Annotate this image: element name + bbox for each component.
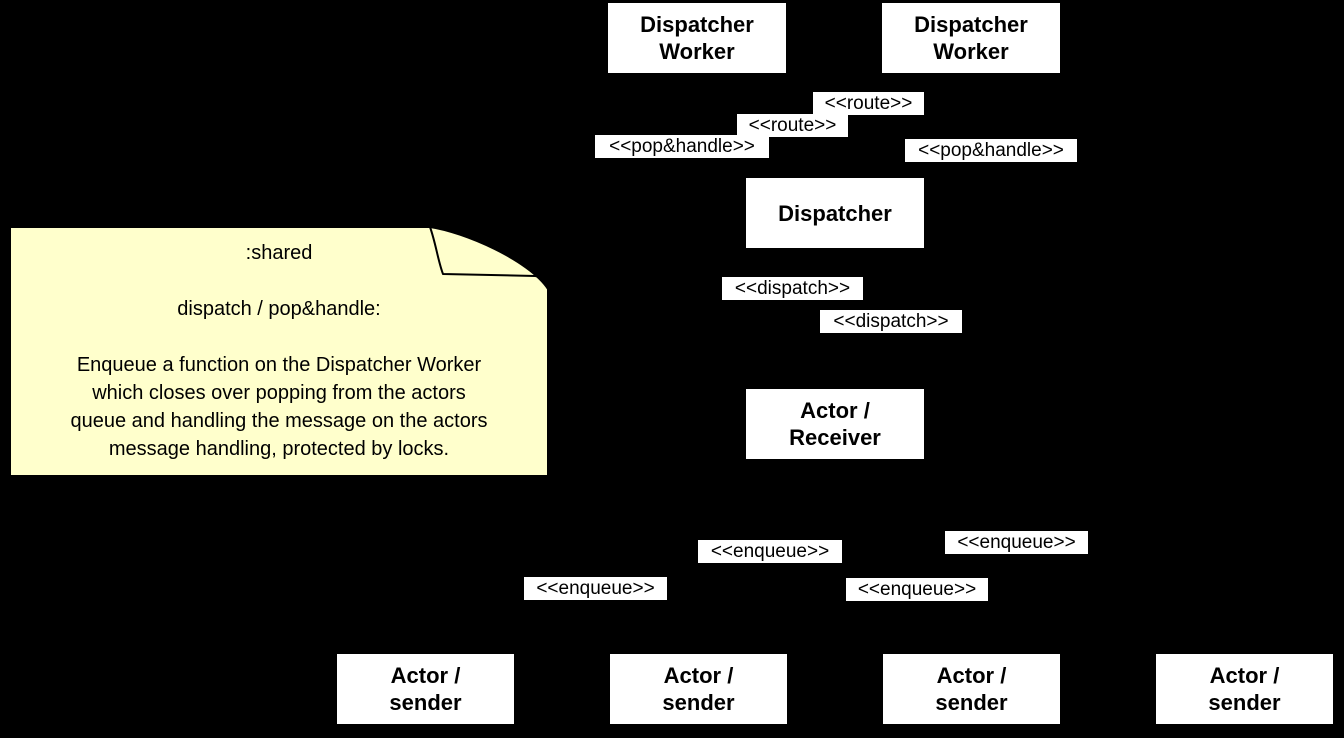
note: :shared dispatch / pop&handle: Enqueue a… [9,226,549,463]
node-actor-sender-3: Actor / sender [883,654,1060,724]
stereotype-enqueue-top-right: <<enqueue>> [945,531,1088,554]
stereotype-dispatch-2: <<dispatch>> [820,310,962,333]
node-actor-sender-4: Actor / sender [1156,654,1333,724]
stereotype-route-2: <<route>> [737,114,848,137]
stereotype-dispatch-1: <<dispatch>> [722,277,863,300]
stereotype-enqueue-top-mid: <<enqueue>> [698,540,842,563]
node-dispatcher-worker-1: Dispatcher Worker [608,3,786,73]
note-body: Enqueue a function on the Dispatcher Wor… [70,354,488,460]
note-shape [9,226,549,477]
stereotype-pop-handle-right: <<pop&handle>> [905,139,1077,162]
note-heading: dispatch / pop&handle: [177,298,381,320]
stereotype-enqueue-bottom-left: <<enqueue>> [524,577,667,600]
stereotype-enqueue-bottom-mid: <<enqueue>> [846,578,988,601]
stereotype-route-1: <<route>> [813,92,924,115]
node-actor-receiver: Actor / Receiver [746,389,924,459]
node-dispatcher: Dispatcher [746,178,924,248]
node-dispatcher-worker-2: Dispatcher Worker [882,3,1060,73]
node-actor-sender-1: Actor / sender [337,654,514,724]
note-title: :shared [245,242,313,264]
node-actor-sender-2: Actor / sender [610,654,787,724]
stereotype-pop-handle-left: <<pop&handle>> [595,135,769,158]
